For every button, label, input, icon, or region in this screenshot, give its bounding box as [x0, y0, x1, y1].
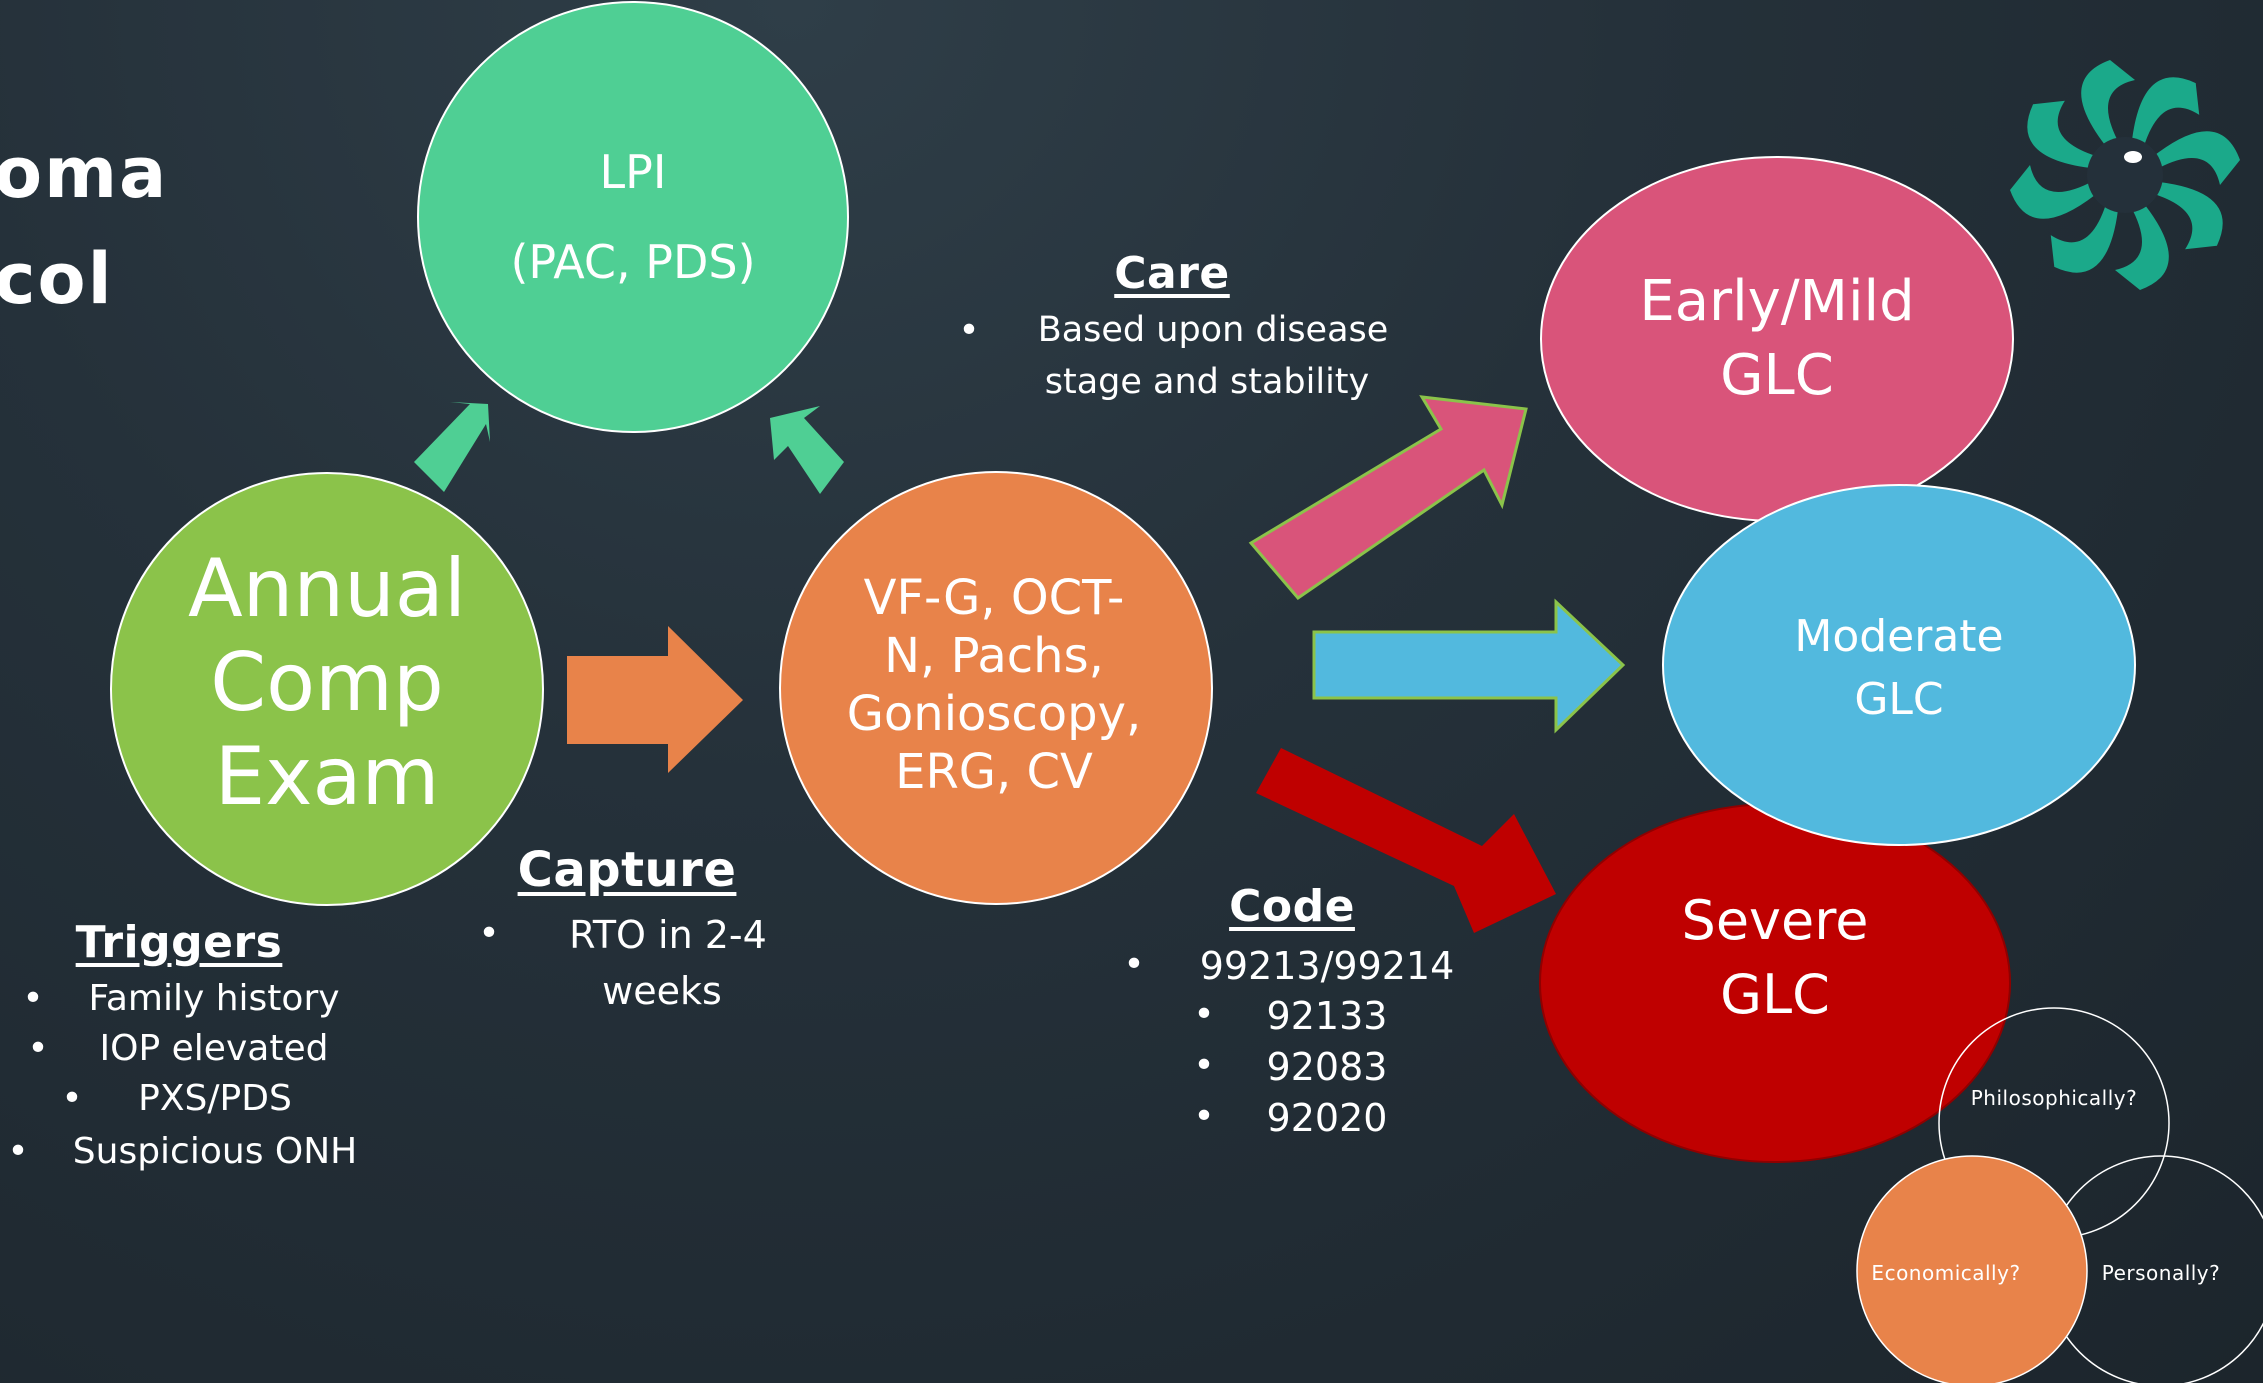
- logo-blade: [2081, 60, 2135, 145]
- code-item-text: 92083: [1266, 1045, 1388, 1089]
- bullet-icon: •: [958, 310, 980, 351]
- logo-blade: [2115, 205, 2169, 290]
- bullet-icon: •: [22, 978, 44, 1019]
- bullet-icon: •: [7, 1131, 29, 1172]
- arrow-tests-to-early: [1248, 395, 1528, 601]
- logo-blade: [2027, 100, 2101, 168]
- bullet-icon: •: [1123, 944, 1145, 985]
- care-heading: Care: [1114, 248, 1230, 299]
- title-line2: col: [0, 238, 114, 320]
- arrow-tests-to-lpi: [770, 406, 844, 494]
- early-label: Early/Mild GLC: [1639, 265, 1914, 413]
- capture-heading: Capture: [517, 842, 737, 898]
- code-item-text: 92133: [1266, 994, 1388, 1038]
- capture-item-text: weeks: [602, 969, 722, 1013]
- severe-label-line: GLC: [1720, 963, 1830, 1026]
- triggers-item-text: PXS/PDS: [138, 1078, 292, 1119]
- arrow-exam-to-tests: [567, 626, 743, 773]
- triggers-item-text: IOP elevated: [99, 1028, 329, 1069]
- logo-blade: [2149, 182, 2223, 250]
- bullet-icon: •: [1193, 994, 1215, 1035]
- early-label-line: Early/Mild: [1639, 269, 1915, 334]
- annual-exam-node: [110, 472, 544, 906]
- triggers-heading: Triggers: [75, 917, 283, 968]
- venn-label-personally: Personally?: [2101, 1261, 2221, 1285]
- moderate-label-line: Moderate: [1794, 611, 2004, 662]
- lpi-label-line: LPI: [599, 145, 667, 199]
- arrow-exam-to-lpi: [414, 402, 490, 492]
- care-item-text: Based upon disease: [1037, 310, 1389, 350]
- title-line1: oma: [0, 132, 169, 214]
- lpi-node: [417, 1, 849, 433]
- tests-label-line: ERG, CV: [895, 744, 1093, 800]
- moderate-label: Moderate GLC: [1794, 605, 2003, 731]
- bullet-icon: •: [1193, 1096, 1215, 1137]
- venn-label-philosophically: Philosophically?: [1970, 1086, 2138, 1110]
- bullet-icon: •: [1193, 1045, 1215, 1086]
- annual-label-line: Exam: [214, 730, 440, 823]
- moderate-label-line: GLC: [1854, 674, 1944, 725]
- logo-blade: [2132, 77, 2200, 151]
- arrow-tests-to-moderate: [1312, 598, 1626, 734]
- venn-circle-economically: [1856, 1155, 2088, 1383]
- severe-label: Severe GLC: [1682, 884, 1869, 1032]
- logo-blade: [2155, 131, 2240, 185]
- annual-label-line: Annual: [187, 542, 467, 635]
- bullet-icon: •: [27, 1028, 49, 1069]
- code-item-text: 92020: [1266, 1096, 1388, 1140]
- triggers-item-text: Family history: [88, 978, 340, 1019]
- tests-label-line: VF-G, OCT-: [863, 570, 1125, 626]
- lpi-label-line: (PAC, PDS): [510, 235, 756, 289]
- capture-item-text: RTO in 2-4: [569, 913, 767, 957]
- bullet-icon: •: [61, 1078, 83, 1119]
- early-label-line: GLC: [1720, 343, 1834, 408]
- logo-icon: [2010, 60, 2240, 290]
- bullet-icon: •: [478, 913, 500, 954]
- tests-node: [779, 471, 1213, 905]
- annual-label-line: Comp: [210, 636, 444, 729]
- logo-blade: [2010, 165, 2095, 219]
- code-item-text: 99213/99214: [1199, 944, 1455, 988]
- tests-label-line: N, Pachs,: [884, 628, 1104, 684]
- lpi-label: LPI (PAC, PDS): [510, 127, 755, 307]
- moderate-node: [1662, 484, 2136, 846]
- venn-label-economically: Economically?: [1871, 1261, 2021, 1285]
- code-heading: Code: [1229, 881, 1355, 932]
- care-item-text: stage and stability: [1044, 362, 1370, 402]
- severe-label-line: Severe: [1681, 889, 1869, 952]
- tests-label-line: Gonioscopy,: [846, 686, 1142, 742]
- annual-label: Annual Comp Exam: [188, 542, 466, 824]
- tests-label: VF-G, OCT- N, Pachs, Gonioscopy, ERG, CV: [847, 569, 1142, 801]
- arrow-tests-to-severe: [1256, 748, 1556, 933]
- triggers-item-text: Suspicious ONH: [72, 1131, 358, 1172]
- logo-blade: [2050, 199, 2118, 273]
